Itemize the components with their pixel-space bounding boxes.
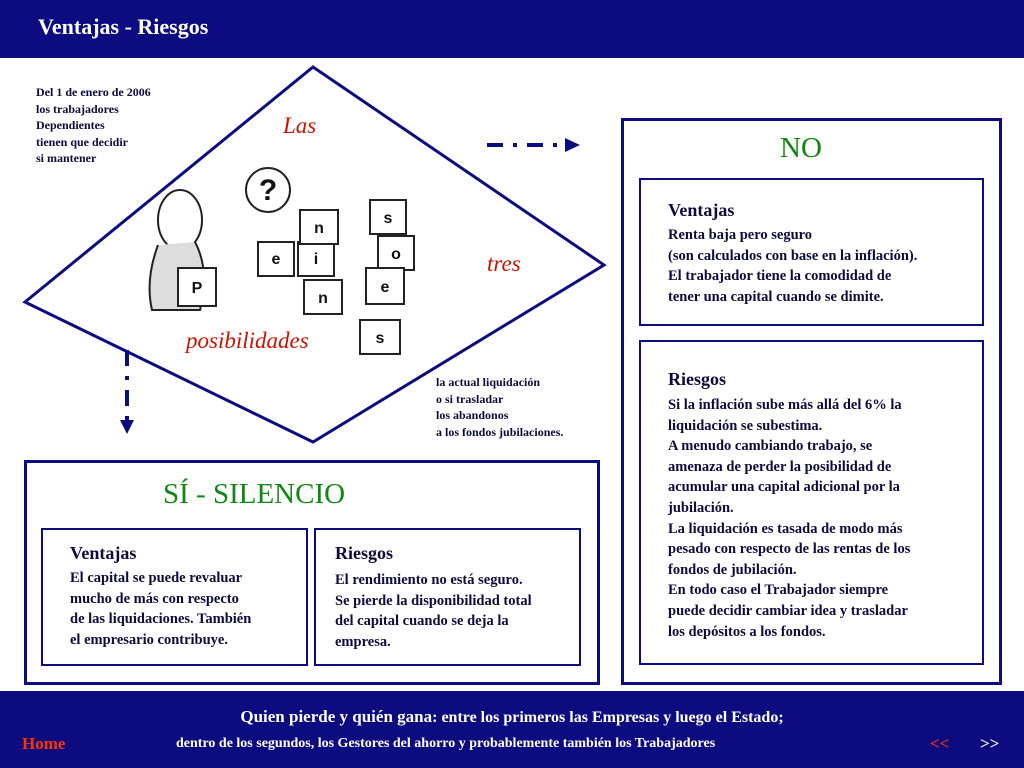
si-riesgos-box: [314, 528, 581, 666]
block-letter-e: e: [272, 251, 281, 268]
text-line: jubilación.: [668, 499, 734, 516]
note-left: Del 1 de enero de 2006 los trabajadores …: [36, 84, 151, 167]
home-link[interactable]: Home: [22, 734, 66, 753]
si-ventajas-box: [41, 528, 308, 666]
footer-summary-rest: : entre los primeros las Empresas y lueg…: [432, 709, 784, 726]
text-line: El rendimiento no está seguro.: [335, 572, 523, 588]
note-line: o si trasladar: [436, 391, 504, 406]
text-line: los depósitos a los fondos.: [668, 623, 826, 640]
text-line: Renta baja pero seguro: [668, 227, 813, 243]
si-riesgos-heading: Riesgos: [335, 543, 393, 563]
si-ventajas-text: El capital se puede revaluar mucho de má…: [70, 568, 251, 650]
no-riesgos-text: Si la inflación sube más allá del 6% la …: [668, 395, 910, 642]
block-letter-n: n: [314, 220, 324, 237]
letter-block: n: [303, 279, 343, 315]
note-line: los abandonos: [436, 408, 509, 422]
text-line: liquidación se subestima.: [668, 417, 823, 434]
si-riesgos-text: El rendimiento no está seguro. Se pierde…: [335, 570, 532, 652]
question-bubble-icon: ?: [245, 167, 291, 213]
note-line: a los fondos jubilaciones.: [436, 424, 564, 439]
block-letter-e-2: e: [381, 279, 390, 296]
letter-block: o: [377, 235, 415, 271]
block-letter-o: o: [391, 246, 401, 263]
svg-text:?: ?: [259, 174, 277, 207]
text-line: En todo caso el Trabajador siempre: [668, 582, 889, 599]
text-line: empresa.: [335, 633, 391, 650]
text-line: amenaza de perder la posibilidad de: [668, 458, 892, 475]
word-tres: tres: [487, 251, 521, 276]
block-letter-s: s: [384, 210, 393, 227]
si-title: SÍ - SILENCIO: [163, 478, 346, 510]
text-line: A menudo cambiando trabajo, se: [668, 438, 873, 455]
text-line: La liquidación es tasada de modo más: [668, 520, 903, 537]
footer-summary-line2: dentro de los segundos, los Gestores del…: [176, 736, 716, 751]
text-line: El trabajador tiene la comodidad de: [668, 268, 892, 285]
text-line: puede decidir cambiar idea y trasladar: [668, 602, 908, 619]
text-line: Si la inflación sube más allá del 6% la: [668, 397, 902, 413]
text-line: del capital cuando se deja la: [335, 613, 509, 630]
text-line: (son calculados con base en la inflación…: [668, 247, 918, 264]
thinking-person-illustration: ? P e i n n s o e s: [148, 167, 415, 355]
footer-summary-line1: Quien pierde y quién gana: entre los pri…: [0, 707, 1024, 727]
page-title: Ventajas - Riesgos: [38, 14, 209, 39]
text-line: acumular una capital adicional por la: [668, 479, 900, 496]
si-ventajas-heading: Ventajas: [70, 543, 137, 563]
text-line: mucho de más con respecto: [70, 590, 239, 607]
text-line: fondos de jubilación.: [668, 561, 797, 578]
letter-block: i: [297, 241, 335, 277]
note-line: si mantener: [36, 151, 97, 165]
letter-block: e: [257, 241, 295, 277]
block-letter-n-2: n: [318, 290, 328, 307]
note-line: los trabajadores: [36, 101, 119, 116]
letter-block: e: [365, 267, 405, 305]
word-posibilidades: posibilidades: [186, 328, 309, 353]
no-title: NO: [780, 132, 822, 164]
text-line: el empresario contribuye.: [70, 631, 228, 648]
text-line: de las liquidaciones. También: [70, 611, 252, 628]
letter-block: s: [369, 199, 407, 235]
text-line: Se pierde la disponibilidad total: [335, 592, 532, 609]
no-ventajas-box: [639, 178, 984, 326]
no-ventajas-heading: Ventajas: [668, 200, 735, 220]
block-letter-i: i: [314, 251, 318, 268]
text-line: pesado con respecto de las rentas de los: [668, 541, 911, 558]
next-slide-link[interactable]: >>: [980, 734, 1000, 753]
block-letter-p: P: [192, 280, 203, 297]
note-line: Del 1 de enero de 2006: [36, 85, 151, 99]
letter-block: P: [177, 267, 217, 307]
letter-block: n: [299, 209, 339, 245]
header-bar: [0, 0, 1024, 58]
footer-summary-lead: Quien pierde y quién gana: [240, 707, 433, 726]
previous-slide-link[interactable]: <<: [930, 734, 950, 753]
no-riesgos-heading: Riesgos: [668, 369, 726, 389]
note-line: la actual liquidación: [436, 375, 541, 389]
letter-block: s: [359, 319, 401, 355]
diamond-diagram: [22, 65, 607, 444]
text-line: tener una capital cuando se dimite.: [668, 288, 884, 305]
block-letter-s-2: s: [376, 330, 385, 347]
text-line: El capital se puede revaluar: [70, 570, 243, 586]
footer-bar: [0, 691, 1024, 768]
no-ventajas-text: Renta baja pero seguro (son calculados c…: [668, 225, 917, 307]
note-right: la actual liquidación o si trasladar los…: [436, 374, 563, 440]
note-line: Dependientes: [36, 118, 105, 132]
note-line: tienen que decidir: [36, 134, 128, 149]
word-las: Las: [283, 113, 317, 138]
no-riesgos-box: [639, 340, 984, 665]
